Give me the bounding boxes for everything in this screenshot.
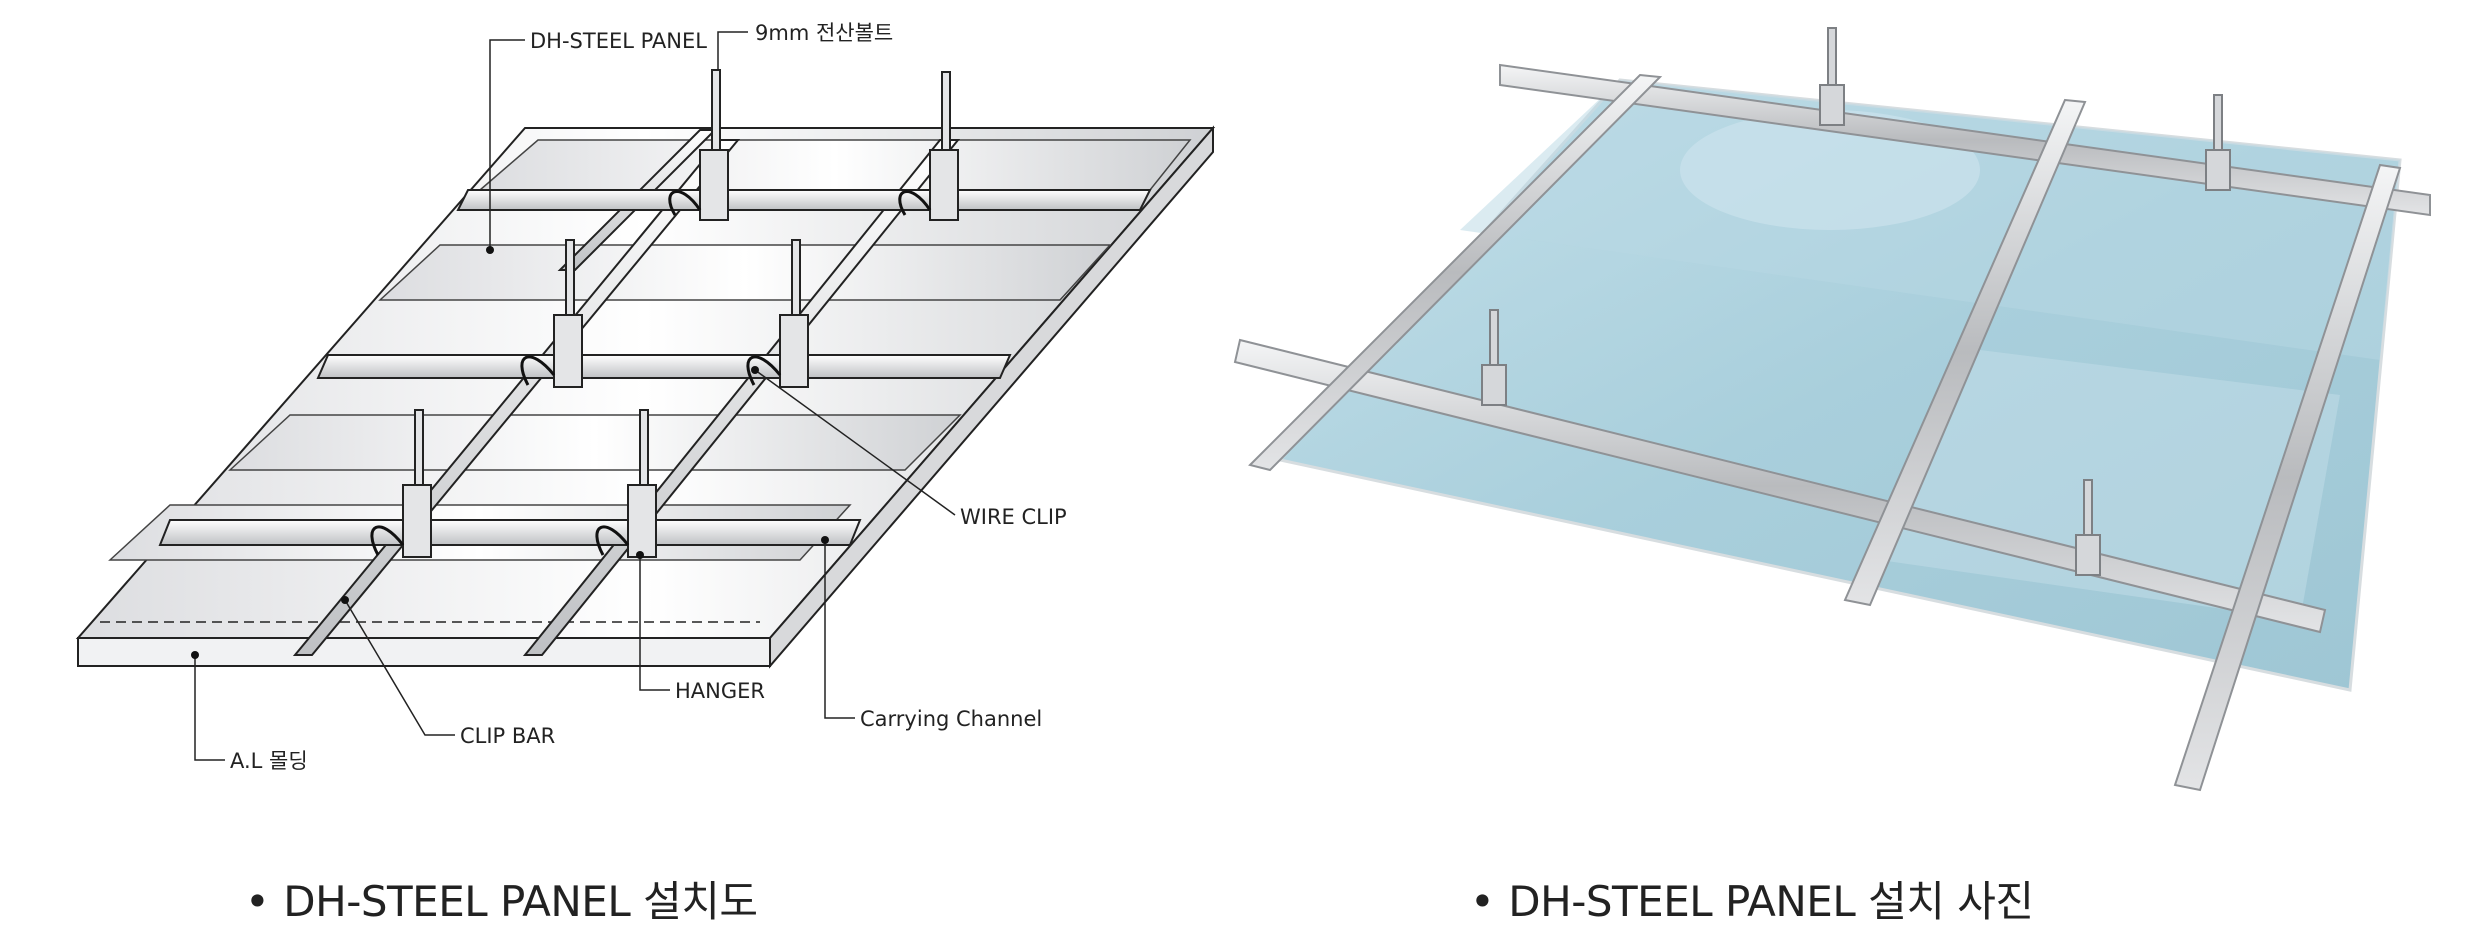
installation-diagram: DH-STEEL PANEL 9mm 전산볼트 WIRE CLIP HANGER…: [0, 0, 1240, 820]
carrying-channels: [158, 189, 1152, 546]
label-carrying-channel: Carrying Channel: [860, 707, 1042, 731]
label-molding: A.L 몰딩: [230, 749, 308, 773]
installation-diagram-svg: DH-STEEL PANEL 9mm 전산볼트 WIRE CLIP HANGER…: [75, 21, 1216, 773]
installation-photo: [1180, 0, 2481, 820]
label-clip-bar: CLIP BAR: [460, 724, 555, 748]
label-wire-clip: WIRE CLIP: [960, 505, 1067, 529]
leader-lines: [194, 31, 956, 761]
caption-photo-text: DH-STEEL PANEL 설치 사진: [1508, 877, 2034, 926]
wire-clips: [370, 190, 932, 556]
caption-diagram-text: DH-STEEL PANEL 설치도: [283, 877, 758, 926]
label-hanger: HANGER: [675, 679, 765, 703]
caption-photo: • DH-STEEL PANEL 설치 사진: [1470, 868, 2034, 929]
caption-diagram: • DH-STEEL PANEL 설치도: [245, 868, 758, 929]
installation-photo-svg: [1233, 27, 2431, 792]
label-steel-panel: DH-STEEL PANEL: [530, 29, 707, 53]
glass-panels: [1277, 78, 2402, 692]
caption-bullet: •: [245, 877, 270, 926]
panel-tiles: [108, 139, 1192, 561]
label-bolt: 9mm 전산볼트: [755, 21, 893, 45]
photo-clip-bars: [1248, 73, 2402, 792]
photo-carrying-channels: [1233, 63, 2431, 634]
caption-bullet: •: [1470, 877, 1495, 926]
photo-hangers: [1481, 27, 2231, 576]
hangers: [402, 69, 959, 558]
